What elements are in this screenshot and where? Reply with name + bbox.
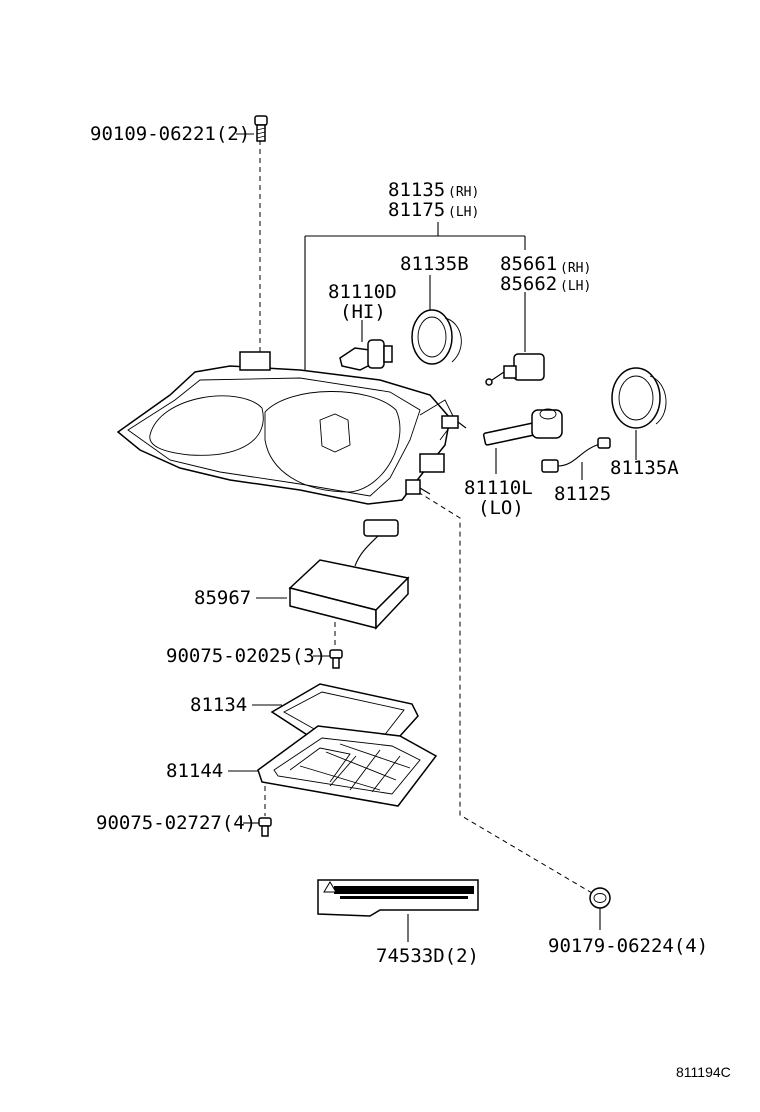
ballast-icon — [288, 519, 410, 630]
label-nut: 90179-06224(4) — [548, 935, 708, 957]
label-cover-a: 81135A — [610, 457, 679, 479]
leader-lines — [228, 133, 637, 942]
label-headlamp-lh-side: (LH) — [448, 205, 479, 220]
label-socket-rh-side: (RH) — [560, 261, 591, 276]
label-headlamp-rh-side: (RH) — [448, 185, 479, 200]
label-screw-top: 90109-06221(2) — [90, 123, 250, 145]
socket-icon — [485, 353, 545, 386]
label-bracket: 81144 — [166, 760, 223, 782]
diagram-code: 811194C — [676, 1064, 731, 1080]
cover-a-icon — [611, 367, 667, 429]
screw-top-icon — [254, 115, 268, 142]
label-bulb-lo-note: (LO) — [478, 497, 524, 519]
label-gasket: 81134 — [190, 694, 247, 716]
label-bulb-hi-note: (HI) — [340, 301, 386, 323]
screw-ballast-icon — [329, 649, 343, 669]
label-screw-ballast: 90075-02025(3) — [166, 645, 326, 667]
bulb-lo-icon — [482, 408, 563, 446]
cover-b-icon — [411, 309, 462, 365]
label-ballast: 85967 — [194, 587, 251, 609]
label-socket-rh: 85661 — [500, 253, 557, 275]
nut-icon — [589, 887, 611, 909]
screw-bracket-icon — [258, 817, 272, 837]
label-wire: 81125 — [554, 483, 611, 505]
label-headlamp-lh: 81175 — [388, 199, 445, 221]
label-bulb-lo: 81110L — [464, 477, 533, 499]
label-bulb-hi: 81110D — [328, 281, 397, 303]
label-caution-label: 74533D(2) — [376, 945, 479, 967]
label-socket-lh: 85662 — [500, 273, 557, 295]
label-screw-bracket: 90075-02727(4) — [96, 812, 256, 834]
bulb-hi-icon — [339, 339, 393, 371]
caution-label-icon — [317, 879, 479, 917]
wire-harness-icon — [541, 437, 611, 473]
bracket-icon — [257, 725, 438, 807]
label-headlamp-rh: 81135 — [388, 179, 445, 201]
label-socket-lh-side: (LH) — [560, 279, 591, 294]
headlamp-housing-icon — [116, 351, 467, 505]
label-cover-b: 81135B — [400, 253, 469, 275]
